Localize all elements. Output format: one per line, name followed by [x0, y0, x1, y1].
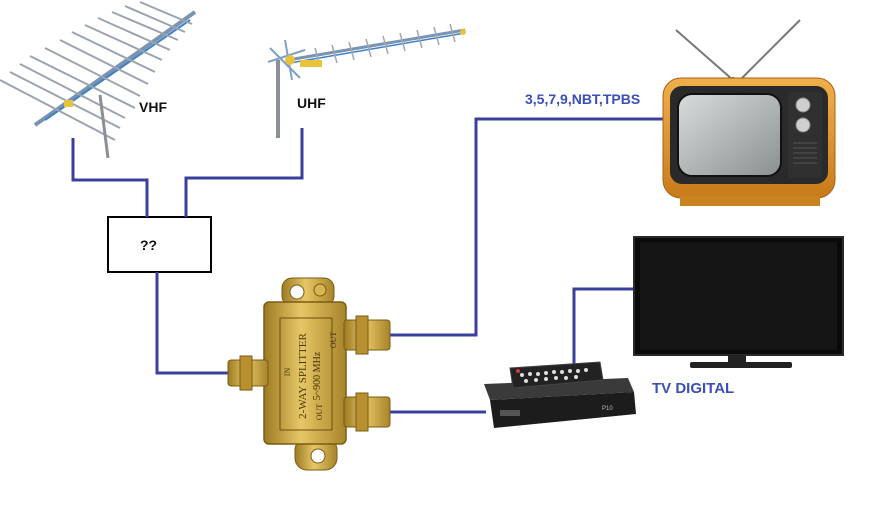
unknown-combiner-box	[107, 216, 212, 273]
set-top-box-icon: P10	[484, 378, 636, 428]
splitter-text-line1: 2-WAY SPLITTER	[297, 333, 309, 419]
vhf-antenna-icon	[0, 1, 197, 159]
splitter-text-out2: OUT	[315, 404, 324, 421]
wire-uhf-to-box	[184, 128, 304, 217]
splitter-text-in: IN	[283, 368, 292, 377]
wire-splitter-to-old-tv	[390, 117, 664, 337]
svg-text:P10: P10	[602, 406, 613, 412]
wire-box-to-splitter	[155, 272, 228, 375]
wire-vhf-to-box	[71, 138, 149, 217]
unknown-box-label: ??	[140, 237, 157, 253]
vhf-label: VHF	[139, 99, 167, 115]
remote-control-icon	[509, 361, 604, 389]
wire-settop-to-digital-tv	[572, 287, 637, 365]
digital-flat-tv-icon	[633, 236, 844, 368]
channels-label: 3,5,7,9,NBT,TPBS	[525, 91, 640, 107]
old-crt-tv-icon	[662, 19, 836, 206]
uhf-antenna-icon	[267, 23, 466, 138]
splitter-text-out1: OUT	[329, 332, 338, 349]
tv-digital-label: TV DIGITAL	[652, 380, 734, 397]
coax-wires	[71, 117, 664, 414]
uhf-label: UHF	[297, 95, 326, 111]
two-way-splitter: 2-WAY SPLITTER 5~900 MHz IN OUT OUT	[227, 277, 391, 471]
splitter-text-line2: 5~900 MHz	[312, 351, 323, 400]
